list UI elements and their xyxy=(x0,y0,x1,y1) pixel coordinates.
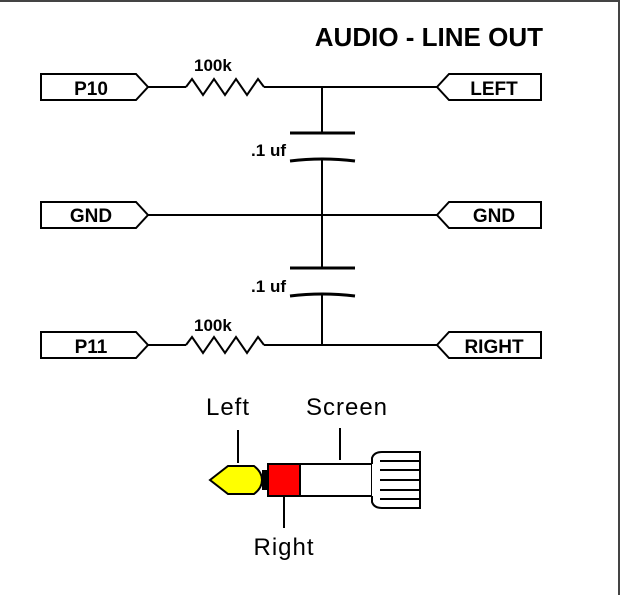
jack-left-label: Left xyxy=(206,394,250,421)
port-right-label: RIGHT xyxy=(464,337,524,358)
port-p10-shape xyxy=(40,73,150,101)
port-p10: P10 xyxy=(40,73,150,101)
port-left-shape xyxy=(435,73,542,101)
resistor-top-value: 100k xyxy=(194,56,232,75)
port-right: RIGHT xyxy=(435,331,542,359)
resistor-bottom: 100k xyxy=(148,316,437,355)
port-gnd-right: GND xyxy=(435,201,542,229)
port-gnd-left-shape xyxy=(40,201,150,229)
port-right-shape xyxy=(435,331,542,359)
capacitor-top-value: .1 uf xyxy=(251,141,286,160)
port-gnd-right-label: GND xyxy=(473,206,515,227)
jack-tip xyxy=(208,465,264,495)
resistor-bottom-value: 100k xyxy=(194,316,232,335)
resistor-top: 100k xyxy=(148,56,437,97)
jack-sleeve xyxy=(299,463,373,497)
port-p11-shape xyxy=(40,331,150,359)
port-left-label: LEFT xyxy=(470,79,518,100)
port-p10-label: P10 xyxy=(74,79,108,100)
capacitor-bottom-value: .1 uf xyxy=(251,277,286,296)
jack-right-label: Right xyxy=(253,534,314,561)
resistor-bottom-zigzag xyxy=(185,335,265,355)
jack-insulator-1 xyxy=(262,470,268,490)
port-gnd-left: GND xyxy=(40,201,150,229)
port-p11: P11 xyxy=(40,331,150,359)
port-left: LEFT xyxy=(435,73,542,101)
capacitor-top: .1 uf xyxy=(251,87,356,215)
port-gnd-right-shape xyxy=(435,201,542,229)
jack-screen-label: Screen xyxy=(306,394,388,421)
port-gnd-left-label: GND xyxy=(70,206,112,227)
jack-ring xyxy=(267,463,301,497)
capacitor-bottom: .1 uf xyxy=(251,215,356,345)
port-p11-label: P11 xyxy=(75,337,108,358)
diagram-title: AUDIO - LINE OUT xyxy=(315,22,543,52)
resistor-top-zigzag xyxy=(185,77,265,97)
stereo-jack: Left Screen Right xyxy=(206,394,421,561)
